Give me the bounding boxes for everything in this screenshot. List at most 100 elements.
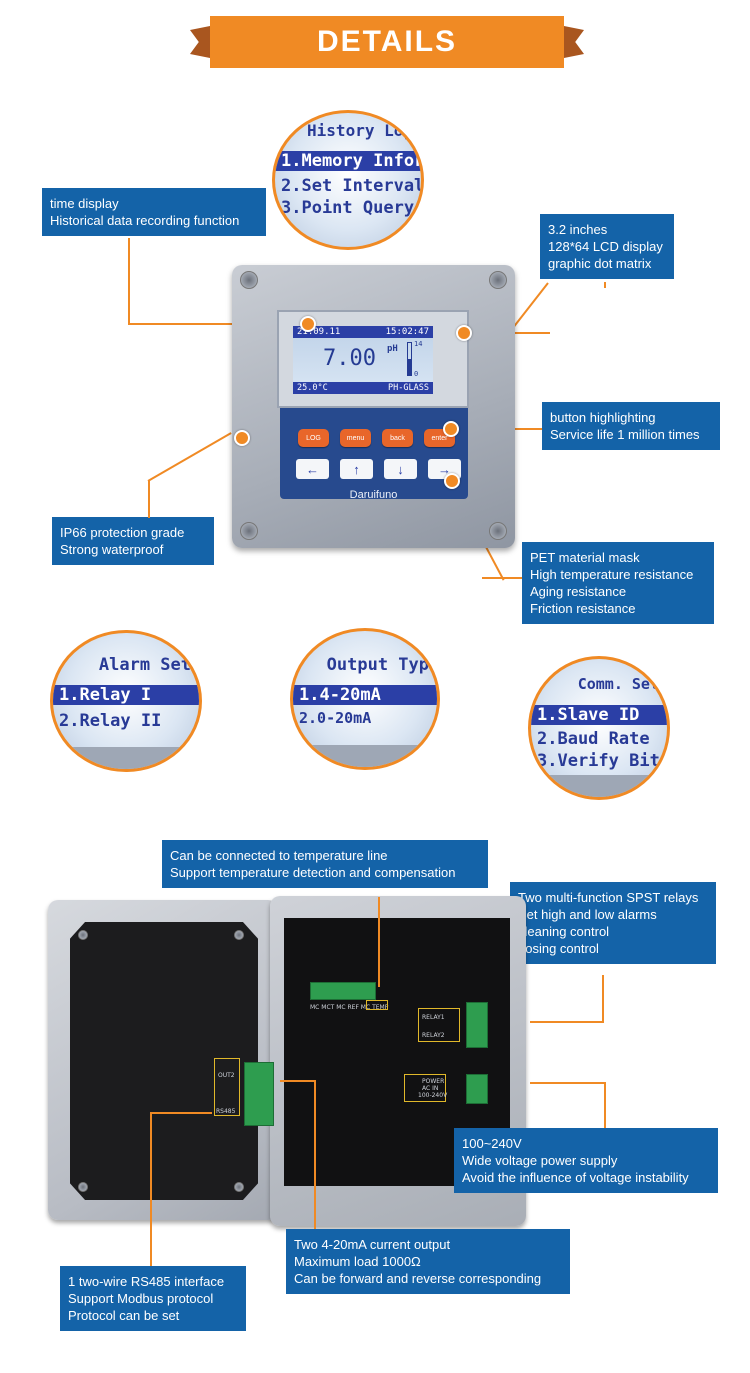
lcd-probe: PH-GLASS	[388, 383, 429, 393]
connector-line	[150, 1112, 212, 1114]
callout-line: Protocol can be set	[68, 1308, 180, 1323]
connector-line	[530, 1021, 604, 1023]
connector-line	[128, 238, 130, 324]
lcd-gauge-fill	[408, 359, 411, 375]
callout-line: Support Modbus protocol	[68, 1291, 214, 1306]
enclosure-lid	[48, 900, 278, 1220]
zoom-bezel	[293, 745, 437, 767]
callout-line: Set high and low alarms	[518, 907, 657, 922]
arrow-down-icon[interactable]: ↓	[384, 459, 417, 479]
zoom-row: 2.Set Interval	[281, 176, 424, 196]
function-keys: LOG menu back enter	[298, 429, 455, 447]
callout-power: 100~240V Wide voltage power supply Avoid…	[454, 1128, 718, 1193]
arrow-up-icon[interactable]: ↑	[340, 459, 373, 479]
screw	[234, 930, 244, 940]
power-highlight	[404, 1074, 446, 1102]
banner-title: DETAILS	[210, 16, 564, 68]
callout-rs485: 1 two-wire RS485 interface Support Modbu…	[60, 1266, 246, 1331]
zoom-bezel	[53, 747, 199, 769]
relay-terminal-block	[466, 1002, 488, 1048]
callout-line: 100~240V	[462, 1136, 522, 1151]
power-label-2: AC IN	[422, 1085, 439, 1092]
callout-line: Strong waterproof	[60, 542, 164, 557]
callout-line: button highlighting	[550, 410, 656, 425]
controller-device: 21.09.11 15:02:47 7.00 pH 14 0 25.0°C PH…	[232, 265, 515, 548]
callout-mask: PET material mask High temperature resis…	[522, 542, 714, 624]
zoom-history-log: History Log 1.Memory Inform 2.Set Interv…	[272, 110, 424, 250]
connector-dot	[234, 430, 250, 446]
zoom-row: 2.0-20mA	[299, 709, 372, 727]
callout-line: cleaning control	[518, 924, 610, 939]
zoom-alarm-set: Alarm Set 1.Relay I 2.Relay II	[50, 630, 202, 772]
power-terminal-block	[466, 1074, 488, 1104]
temp-terminal-labels: MC MCT MC REF MC TEMP	[310, 1004, 389, 1011]
connector-line	[604, 282, 606, 288]
callout-line: graphic dot matrix	[548, 256, 652, 271]
callout-line: time display	[50, 196, 119, 211]
zoom-row: 2.Baud Rate	[537, 729, 650, 749]
callout-line: Aging resistance	[530, 584, 627, 599]
zoom-title: Output Typ	[326, 655, 429, 675]
zoom-title: History Log	[307, 121, 413, 140]
callout-line: Can be forward and reverse corresponding	[294, 1271, 542, 1286]
log-key[interactable]: LOG	[298, 429, 329, 447]
relay2-label: RELAY2	[422, 1032, 445, 1039]
callout-current-output: Two 4-20mA current output Maximum load 1…	[286, 1229, 570, 1294]
back-key[interactable]: back	[382, 429, 413, 447]
callout-line: PET material mask	[530, 550, 640, 565]
rs485-label: RS485	[216, 1108, 236, 1115]
lcd-gauge-min: 0	[414, 370, 419, 378]
arrow-keys: ← ↑ ↓ →	[296, 459, 461, 479]
connector-line	[604, 1082, 606, 1130]
connector-line	[148, 480, 150, 518]
zoom-row: 1.Memory Inform	[275, 151, 421, 171]
callout-line: dosing control	[518, 941, 599, 956]
callout-line: 3.2 inches	[548, 222, 608, 237]
zoom-title: Comm. Set	[577, 675, 659, 693]
arrow-left-icon[interactable]: ←	[296, 459, 329, 479]
callout-line: High temperature resistance	[530, 567, 694, 582]
connector-dot	[443, 421, 459, 437]
callout-line: Historical data recording function	[50, 213, 240, 228]
callout-buttons: button highlighting Service life 1 milli…	[542, 402, 720, 450]
lcd-date: 21.09.11	[297, 327, 341, 337]
callout-line: Avoid the influence of voltage instabili…	[462, 1170, 689, 1185]
callout-line: Support temperature detection and compen…	[170, 865, 456, 880]
lcd-value: 7.00	[323, 346, 376, 371]
callout-time-display: time display Historical data recording f…	[42, 188, 266, 236]
screw	[234, 1182, 244, 1192]
power-label-3: 100-240V	[418, 1092, 448, 1099]
screw	[489, 522, 507, 540]
callout-line: Maximum load 1000Ω	[294, 1254, 421, 1269]
zoom-row: 1.4-20mA	[293, 685, 437, 705]
output-terminal-block	[244, 1062, 274, 1126]
connector-line	[147, 432, 232, 482]
temp-terminal-block	[310, 982, 376, 1000]
lcd-time: 15:02:47	[385, 327, 429, 337]
relay-highlight	[418, 1008, 460, 1042]
connector-line	[128, 323, 308, 325]
callout-temperature: Can be connected to temperature line Sup…	[162, 840, 488, 888]
menu-key[interactable]: menu	[340, 429, 371, 447]
lcd-gauge-max: 14	[414, 340, 423, 348]
lcd-screen: 21.09.11 15:02:47 7.00 pH 14 0 25.0°C PH…	[293, 326, 433, 394]
connector-dot	[456, 325, 472, 341]
zoom-row: 3.Point Query	[281, 198, 415, 218]
callout-protection: IP66 protection grade Strong waterproof	[52, 517, 214, 565]
zoom-row: 1.Relay I	[53, 685, 199, 705]
callout-line: Two multi-function SPST relays	[518, 890, 699, 905]
connector-line	[280, 1080, 316, 1082]
lcd-footer-bar: 25.0°C PH-GLASS	[293, 382, 433, 394]
callout-line: Friction resistance	[530, 601, 636, 616]
callout-line: Two 4-20mA current output	[294, 1237, 451, 1252]
screw	[240, 271, 258, 289]
connector-dot	[444, 473, 460, 489]
callout-line: Wide voltage power supply	[462, 1153, 618, 1168]
zoom-title: Alarm Set	[98, 655, 191, 675]
lcd-temperature: 25.0°C	[297, 383, 328, 393]
connector-line	[314, 1080, 316, 1230]
connector-dot	[300, 316, 316, 332]
lid-board	[70, 922, 258, 1200]
callout-line: 1 two-wire RS485 interface	[68, 1274, 225, 1289]
connector-line	[511, 282, 549, 330]
